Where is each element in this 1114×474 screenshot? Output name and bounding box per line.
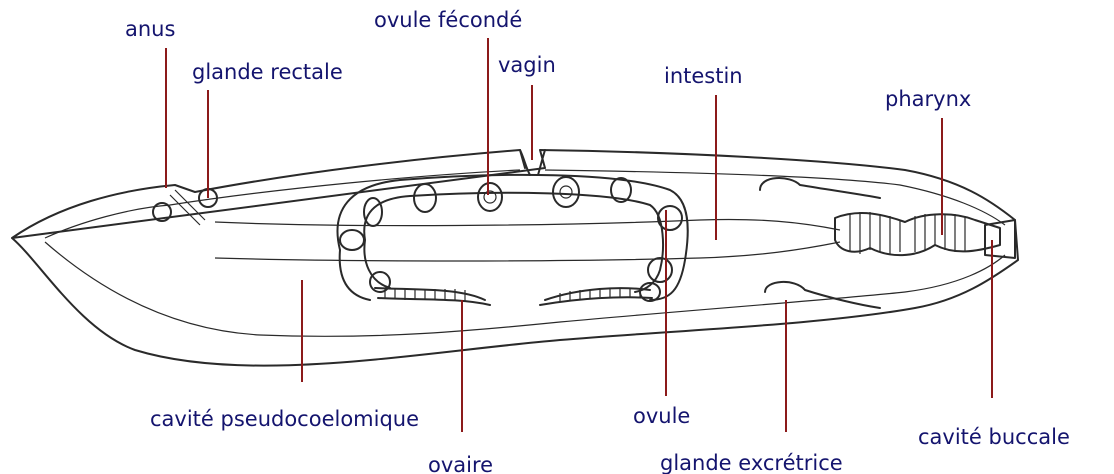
ovary-arm-left: [375, 288, 490, 305]
labels: anus glande rectale ovule fécondé vagin …: [125, 8, 1070, 474]
pharynx-striations: [850, 212, 965, 254]
label-intestin: intestin: [664, 64, 743, 88]
label-anus: anus: [125, 17, 175, 41]
ovule-shape: [340, 230, 364, 250]
ovary-arm-right: [540, 288, 652, 305]
label-ovule: ovule: [633, 404, 690, 428]
ovules: [340, 177, 682, 301]
body-inner-wall-lower: [45, 242, 1005, 336]
ovule-shape: [658, 206, 682, 230]
label-vagin: vagin: [498, 53, 556, 77]
label-glande-rectale: glande rectale: [192, 60, 343, 84]
label-glande-excretrice: glande excrétrice: [660, 451, 843, 474]
ovule-nucleus: [560, 186, 572, 198]
ovule-shape: [364, 198, 382, 226]
ovule-shape: [414, 184, 436, 212]
ovule-shape: [478, 183, 502, 211]
label-cavite-pseudocoelomique: cavité pseudocoelomique: [150, 407, 419, 431]
label-ovule-feconde: ovule fécondé: [374, 8, 522, 32]
nematode-body: [12, 150, 1018, 366]
excretory-gland-lower: [765, 282, 880, 308]
label-cavite-buccale: cavité buccale: [918, 425, 1070, 449]
label-pharynx: pharynx: [885, 87, 971, 111]
label-ovaire: ovaire: [428, 453, 493, 474]
intestine-shape: [215, 219, 840, 261]
ovule-shape: [553, 177, 579, 207]
leader-lines: [166, 38, 992, 432]
body-outline: [12, 150, 1018, 366]
